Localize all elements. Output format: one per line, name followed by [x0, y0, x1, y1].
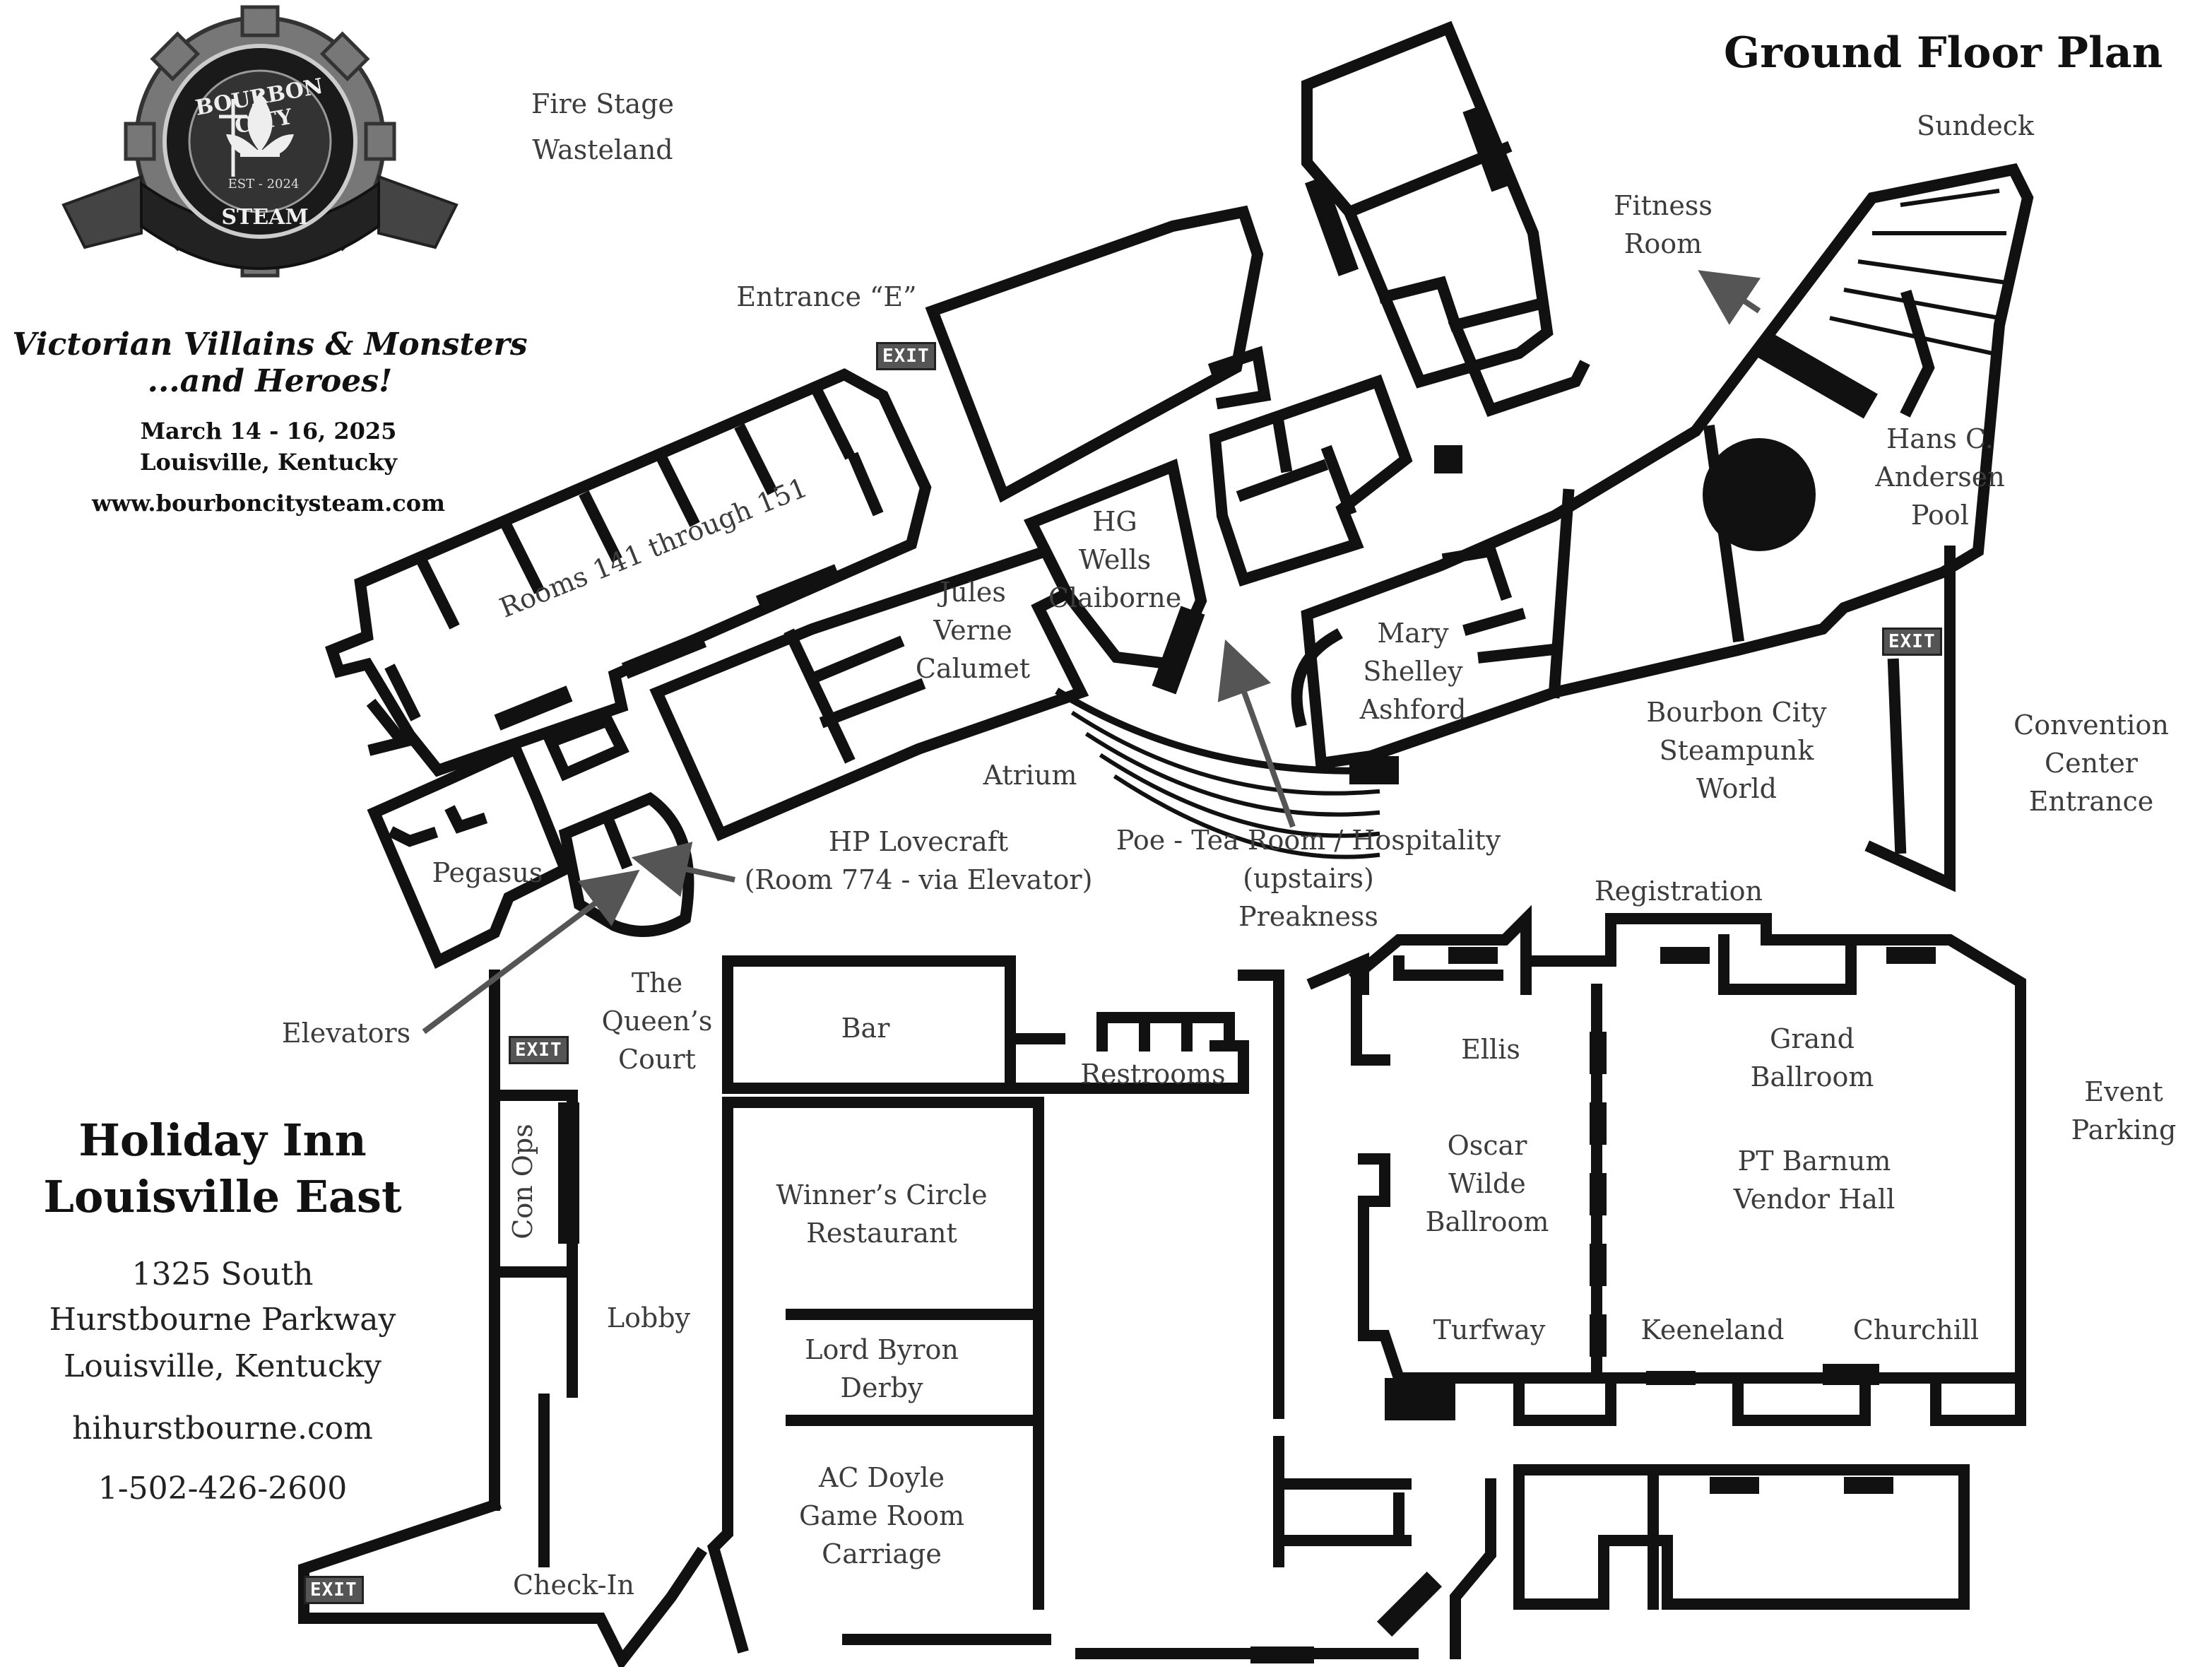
label-keeneland: Keeneland: [1640, 1314, 1785, 1345]
label-bar: Bar: [841, 1013, 890, 1044]
label-wasteland: Wasteland: [532, 134, 673, 165]
sundeck-hatching: [1829, 189, 2007, 355]
exit-sign-entrance-e: EXIT: [876, 342, 936, 370]
hotel-address-1: 1325 South: [131, 1256, 314, 1292]
label-restrooms: Restrooms: [1080, 1059, 1226, 1090]
label-elevators: Elevators: [281, 1018, 411, 1049]
event-website[interactable]: www.bourboncitysteam.com: [92, 490, 445, 517]
label-fire-stage: Fire Stage: [531, 88, 675, 119]
gear-icon: [61, 5, 459, 278]
label-hp-lovecraft: HP Lovecraft(Room 774 - via Elevator): [744, 826, 1093, 895]
label-turfway: Turfway: [1433, 1314, 1546, 1345]
walls: [298, 20, 2034, 1667]
exit-sign-pool: EXIT: [1882, 628, 1942, 656]
exit-sign-lobby: EXIT: [509, 1036, 569, 1064]
hotel-name-1: Holiday Inn: [78, 1114, 367, 1166]
label-pegasus: Pegasus: [432, 857, 543, 888]
hotel-name-2: Louisville East: [43, 1171, 402, 1223]
hotel-website[interactable]: hihurstbourne.com: [72, 1410, 373, 1447]
pool-circle: [1703, 438, 1816, 551]
label-entrance-e: Entrance “E”: [736, 281, 917, 312]
label-poe: Poe - Tea Room / Hospitality(upstairs)Pr…: [1116, 825, 1501, 932]
logo-arc-bottom: STEAM: [221, 205, 309, 230]
event-tagline-1: Victorian Villains & Monsters: [12, 326, 528, 363]
pointer-arrows: [422, 270, 1761, 1035]
label-lobby: Lobby: [606, 1302, 691, 1333]
logo-badge: [61, 5, 459, 278]
label-sundeck: Sundeck: [1916, 110, 2035, 141]
event-tagline-2: ...and Heroes!: [147, 363, 393, 399]
label-con-ops: Con Ops: [507, 1124, 538, 1239]
event-dates: March 14 - 16, 2025: [140, 418, 397, 444]
label-ellis: Ellis: [1461, 1034, 1520, 1065]
event-location: Louisville, Kentucky: [139, 449, 398, 476]
label-check-in: Check-In: [512, 1569, 635, 1601]
hotel-address-2: Hurstbourne Parkway: [49, 1302, 396, 1338]
logo-established: EST - 2024: [227, 177, 300, 192]
label-churchill: Churchill: [1852, 1314, 1980, 1345]
exit-sign-check-in: EXIT: [304, 1576, 364, 1604]
page-title: Ground Floor Plan: [1724, 28, 2163, 78]
hotel-phone: 1-502-426-2600: [97, 1471, 348, 1507]
label-atrium: Atrium: [983, 760, 1077, 791]
label-registration: Registration: [1595, 876, 1763, 907]
wall-accents: [494, 105, 1936, 1663]
hotel-address-3: Louisville, Kentucky: [63, 1348, 382, 1384]
